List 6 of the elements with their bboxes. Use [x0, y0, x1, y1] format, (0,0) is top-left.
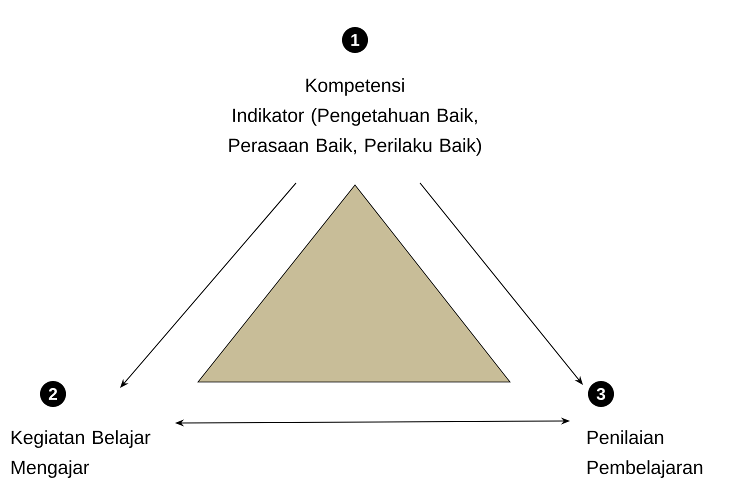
label-text: Penilaian Pembelajaran: [588, 430, 702, 478]
number-badge: 1: [342, 27, 368, 53]
label-text: Kompetensi Indikator (Pengetahuan Baik, Perasaan Baik, Perilaku Baik): [229, 78, 481, 156]
number-badge: 2: [40, 381, 66, 407]
label-text: Kegiatan Belajar Mengajar: [12, 430, 150, 478]
number-badge: 3: [588, 381, 614, 407]
